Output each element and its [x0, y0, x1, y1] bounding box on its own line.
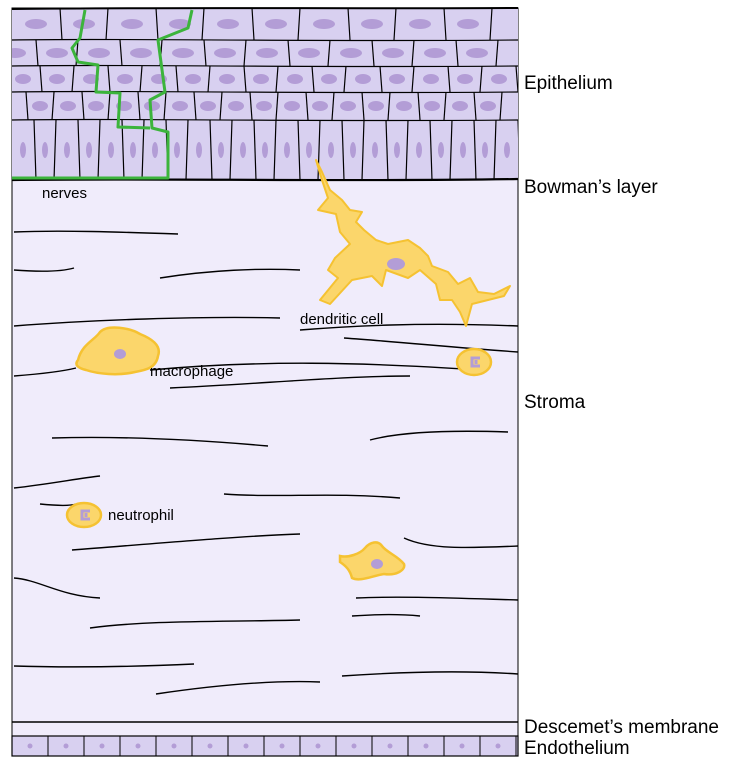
bowmans-layer-label: Bowman’s layer: [524, 177, 658, 198]
neutrophil-cell: [67, 503, 101, 527]
descemets-membrane-label: Descemet’s membrane: [524, 717, 719, 738]
epithelium-top-line: [12, 8, 518, 9]
endothelium-label: Endothelium: [524, 738, 630, 759]
endothelium-layer: [12, 736, 518, 756]
neutrophil-label: neutrophil: [108, 507, 174, 524]
epithelium-label: Epithelium: [524, 73, 613, 94]
dendritic-cell-label: dendritic cell: [300, 311, 383, 328]
neutrophil-cell-right: [457, 349, 491, 375]
stroma-label: Stroma: [524, 392, 586, 413]
macrophage-label: macrophage: [150, 363, 233, 380]
dendritic-cell-nucleus: [387, 258, 405, 270]
macrophage-nucleus: [114, 349, 126, 359]
nerves-label: nerves: [42, 185, 87, 202]
macrophage-nucleus: [371, 559, 383, 569]
